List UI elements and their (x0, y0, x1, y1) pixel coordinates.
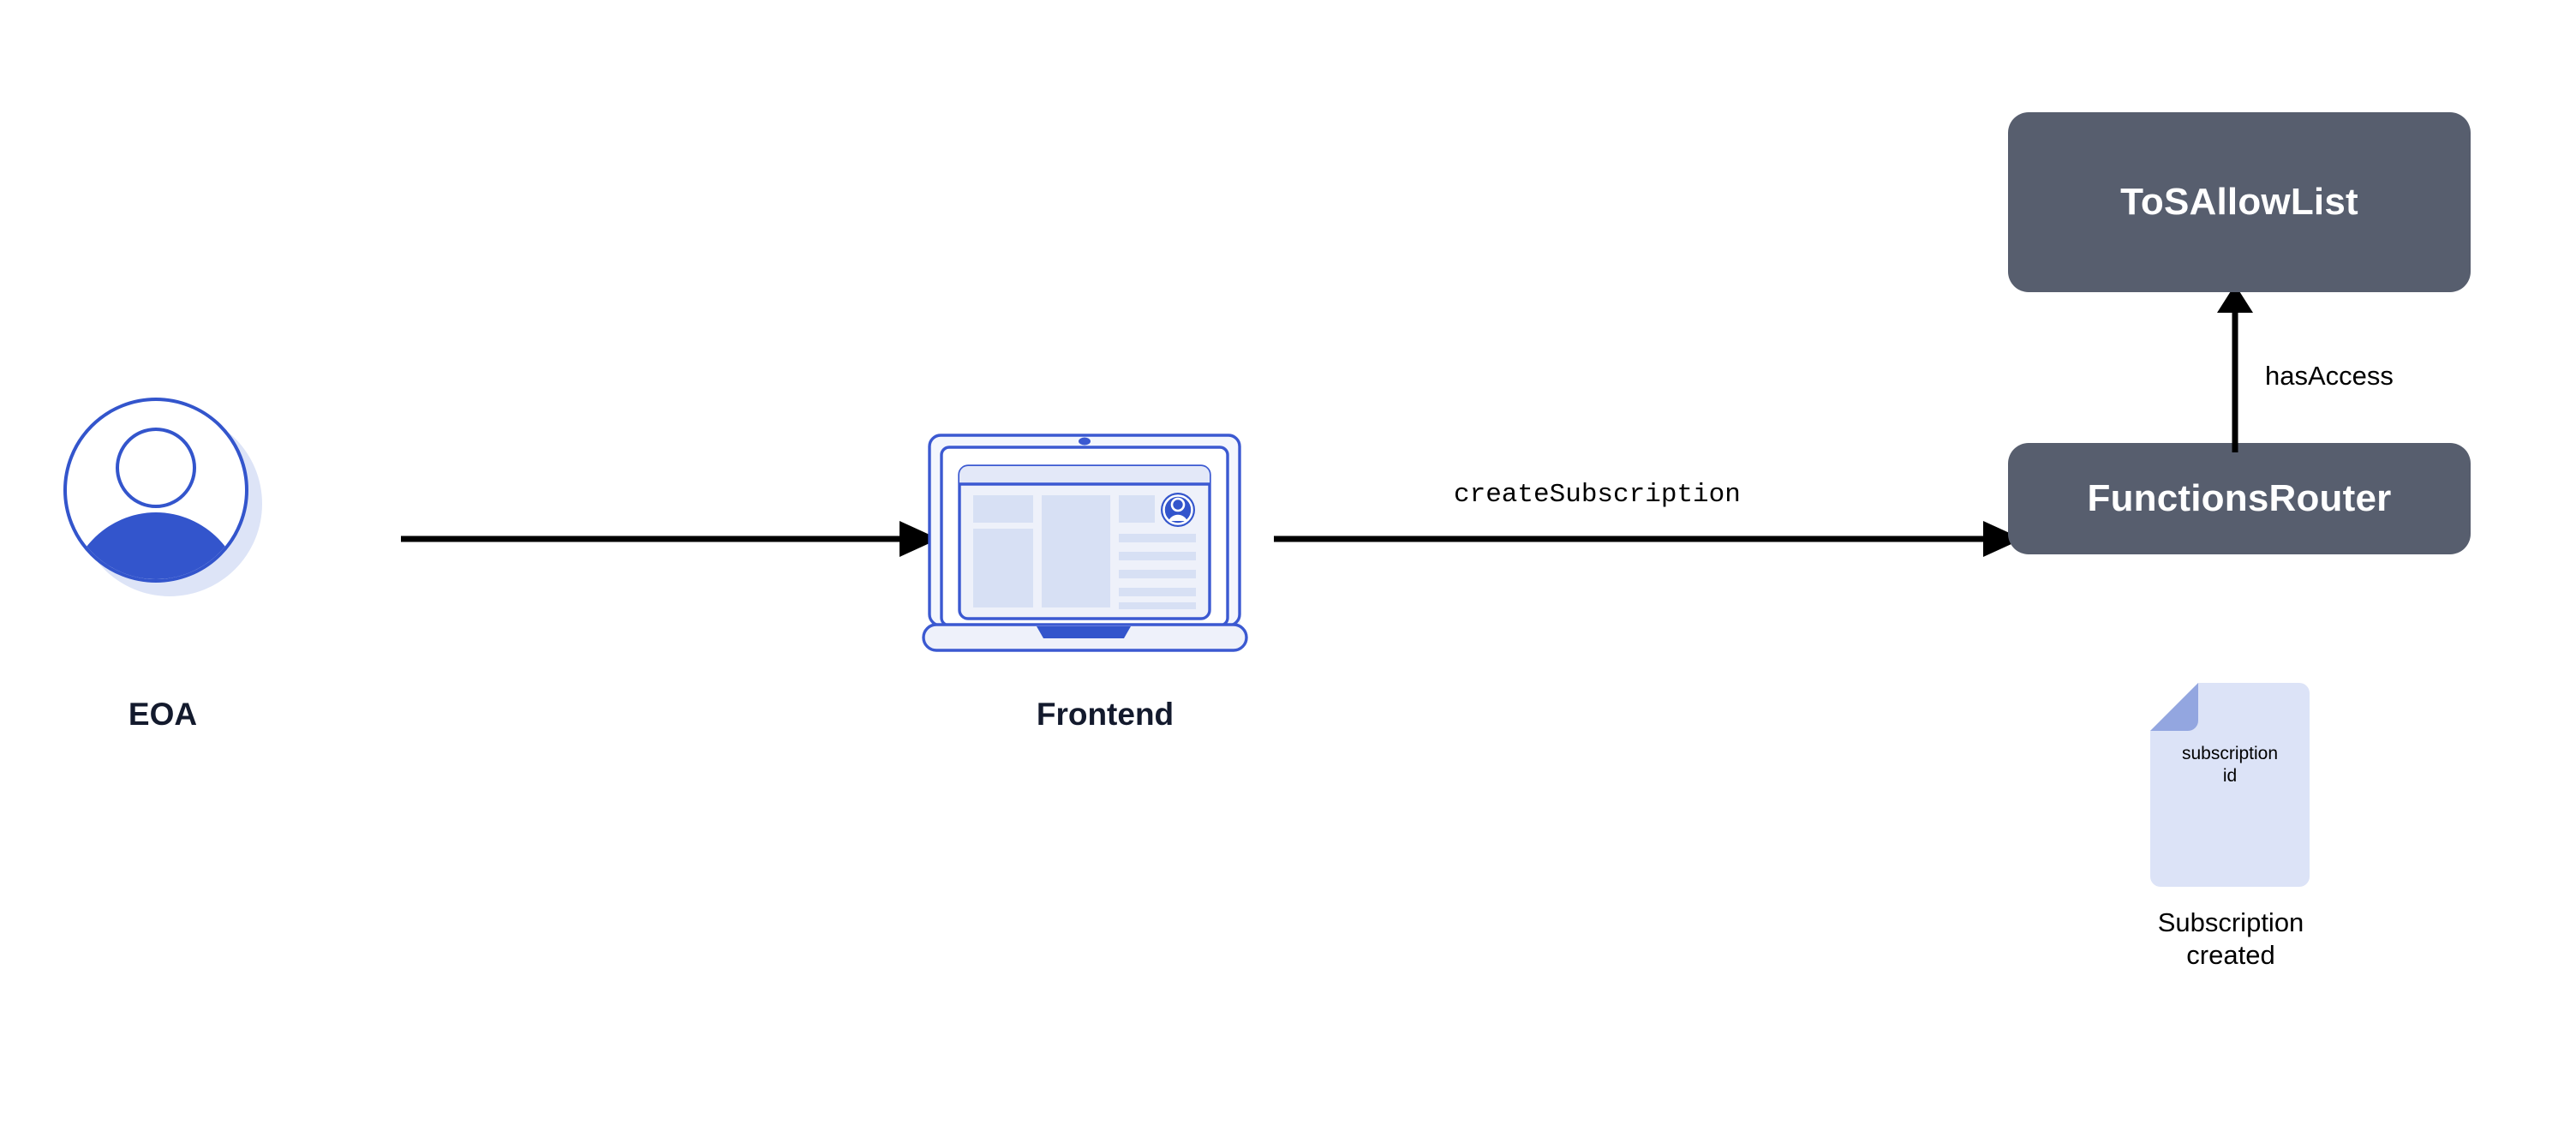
document-text-line-2: id (2222, 766, 2238, 787)
user-avatar-icon (60, 394, 266, 600)
document-icon: subscription id (2149, 681, 2311, 887)
eoa-label: EOA (128, 697, 198, 732)
laptop-icon (922, 428, 1292, 664)
user-avatar-small-icon (1161, 493, 1195, 527)
document-text: subscription id (2149, 743, 2311, 788)
subscription-caption-line-1: Subscription (2157, 907, 2304, 937)
tos-allow-list-label: ToSAllowList (2120, 181, 2358, 223)
functions-router-box[interactable]: FunctionsRouter (2008, 443, 2471, 554)
arrow-router-to-allowlist (2210, 283, 2262, 454)
subscription-caption-line-2: created (2186, 939, 2275, 970)
tos-allow-list-box[interactable]: ToSAllowList (2008, 112, 2471, 292)
subscription-created-caption: Subscription created (2085, 907, 2376, 972)
edge-label-has-access: hasAccess (2265, 361, 2394, 391)
functions-router-label: FunctionsRouter (2087, 477, 2392, 519)
frontend-label: Frontend (1036, 697, 1174, 732)
document-text-line-1: subscription (2181, 744, 2279, 763)
edge-label-create-subscription: createSubscription (1454, 480, 1741, 510)
arrow-frontend-to-router (1272, 514, 2026, 566)
arrow-eoa-to-frontend (394, 514, 942, 566)
